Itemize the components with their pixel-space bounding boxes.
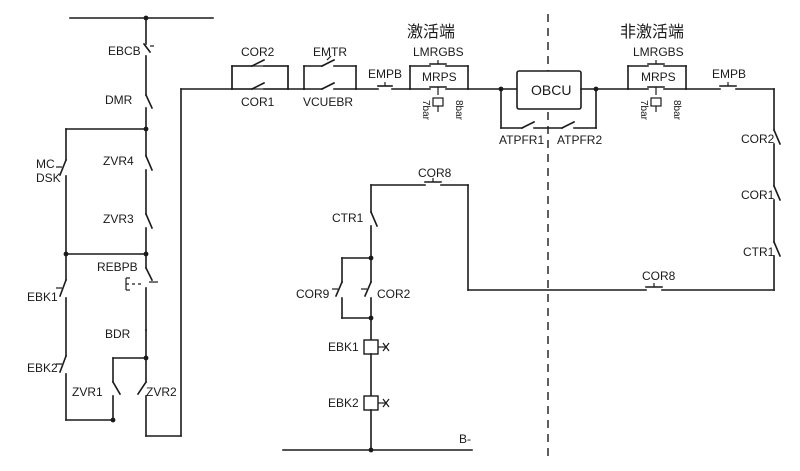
ebcb-label: EBCB xyxy=(108,44,141,58)
cor2-right-contact xyxy=(772,128,782,187)
zvr4-label: ZVR4 xyxy=(103,154,134,168)
mrps-left-switch xyxy=(429,86,469,112)
vcuebr-label: VCUEBR xyxy=(303,95,353,109)
cor1-right-label: COR1 xyxy=(741,188,775,202)
cor9-label: COR9 xyxy=(296,287,330,301)
zone-inactive-label: 非激活端 xyxy=(620,22,684,41)
zvr3-contact xyxy=(144,212,154,269)
bus-label: B- xyxy=(459,432,471,446)
dmr-contact xyxy=(144,93,154,157)
middle-block: COR8 CTR1 COR9 COR2 EBK1 xyxy=(296,166,469,453)
ebcb-breaker xyxy=(142,42,154,96)
zvr2-label: ZVR2 xyxy=(146,385,177,399)
mrps-left-label: MRPS xyxy=(422,70,457,84)
zvr1-label: ZVR1 xyxy=(72,385,103,399)
emtr-label: EMTR xyxy=(313,45,347,59)
lmrgbs-left-switch xyxy=(429,60,469,67)
ebk2-left-label: EBK2 xyxy=(27,361,58,375)
zvr2-contact xyxy=(136,380,148,437)
obcu-label: OBCU xyxy=(531,82,571,98)
rebpb-label: REBPB xyxy=(97,260,138,274)
ebk2-left-contact xyxy=(56,354,68,421)
dmr-label: DMR xyxy=(105,93,133,107)
zvr1-contact xyxy=(111,380,122,421)
cor8-bottom-contact xyxy=(645,283,663,288)
ebk1-coil xyxy=(363,339,390,355)
cor1-top-contact xyxy=(250,81,289,91)
cor2-mid-contact xyxy=(361,280,373,341)
cor2-mid-label: COR2 xyxy=(377,287,411,301)
zvr4-contact xyxy=(144,154,154,215)
ebk1-left-contact xyxy=(56,278,68,357)
lmrgbs-right-switch xyxy=(647,60,687,67)
ctr1-mid-label: CTR1 xyxy=(332,211,364,225)
atpfr2-contact xyxy=(560,120,576,130)
cor2-right-label: COR2 xyxy=(741,132,775,146)
empb-right-label: EMPB xyxy=(712,67,746,81)
ctr1-mid-contact xyxy=(369,210,379,259)
emtr-contact xyxy=(320,55,357,68)
cor8-bottom-label: COR8 xyxy=(642,269,676,283)
mrps-right-label: MRPS xyxy=(641,70,676,84)
empb-left-label: EMPB xyxy=(368,67,402,81)
lmrgbs-left-label: LMRGBS xyxy=(413,45,464,59)
cor1-right-contact xyxy=(772,184,782,243)
top-line: COR2 COR1 EMTR VCUEBR EMPB xyxy=(180,45,775,147)
atpfr2-label: ATPFR2 xyxy=(557,133,602,147)
cor1-top-label: COR1 xyxy=(241,95,275,109)
ebk2-coil-label: EBK2 xyxy=(328,396,359,410)
pressure-7bar-left: 7bar xyxy=(420,100,431,121)
cor8-top-label: COR8 xyxy=(418,166,452,180)
pressure-7bar-right: 7bar xyxy=(638,100,649,121)
pressure-8bar-left: 8bar xyxy=(453,100,464,121)
atpfr1-contact xyxy=(520,120,536,130)
cor8-top-contact xyxy=(424,178,442,183)
zvr3-label: ZVR3 xyxy=(103,212,134,226)
mc-dsk-contact xyxy=(56,158,68,255)
cor9-contact xyxy=(332,280,344,319)
rebpb-pushbutton xyxy=(125,266,158,331)
ctr1-right-label: CTR1 xyxy=(743,245,775,259)
right-rail: COR2 COR1 CTR1 COR8 xyxy=(467,88,782,291)
mc-label: MC xyxy=(36,157,55,171)
ebk1-left-label: EBK1 xyxy=(27,290,58,304)
cor2-top-label: COR2 xyxy=(241,45,275,59)
empb-right-button xyxy=(719,82,737,87)
mrps-right-switch xyxy=(647,86,687,112)
vcuebr-contact xyxy=(320,81,357,91)
left-chain: EBCB DMR MC DSK ZVR4 ZVR3 xyxy=(27,15,214,437)
cor2-top-contact xyxy=(250,58,289,68)
empb-left-button xyxy=(377,82,411,90)
dsk-label: DSK xyxy=(36,171,61,185)
ebk1-coil-label: EBK1 xyxy=(328,340,359,354)
lmrgbs-right-label: LMRGBS xyxy=(633,45,684,59)
ctr1-right-contact xyxy=(772,240,782,291)
ebk2-coil xyxy=(363,395,390,411)
obcu-box xyxy=(516,70,582,110)
zone-active-label: 激活端 xyxy=(407,22,455,41)
atpfr1-label: ATPFR1 xyxy=(499,133,544,147)
bdr-label: BDR xyxy=(105,327,131,341)
pressure-8bar-right: 8bar xyxy=(671,100,682,121)
